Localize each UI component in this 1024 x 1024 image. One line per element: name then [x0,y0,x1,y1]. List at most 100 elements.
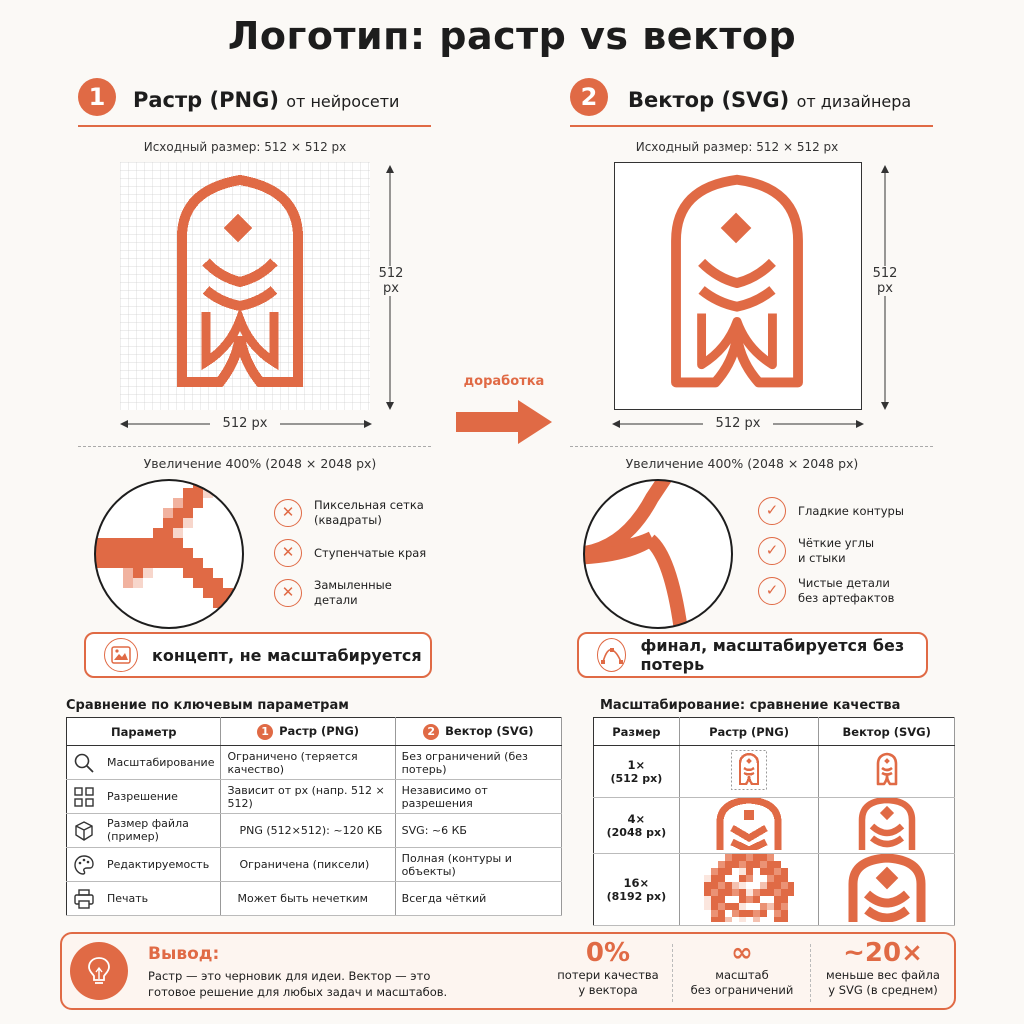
pixel-block [767,903,775,910]
raster-size-caption: Исходный размер: 512 × 512 px [143,140,347,154]
pixel-block [788,882,796,889]
pixel-block [739,861,747,868]
vector-feature-item: ✓ Чистые детали без артефактов [758,574,928,608]
pixel-block [788,889,796,896]
raster-preview-cell [679,745,820,798]
heading-vector-small: от дизайнера [796,92,912,111]
pixel-block [739,903,747,910]
pixel-block [113,558,123,568]
pixel-block [711,889,719,896]
pixel-block [711,896,719,903]
pixel-block [163,518,173,528]
param-cell: Печать [66,881,222,916]
pixel-block [767,861,775,868]
pixel-block [193,488,203,498]
pixel-block [123,548,133,558]
vector-features: ✓ Гладкие контуры ✓ Чёткие углы и стыки … [758,494,928,608]
param-label: Масштабирование [107,756,215,769]
cube-icon [75,820,93,841]
param-cell: Редактируемость [66,847,222,882]
pixel-block [774,910,782,917]
param-cell: Масштабирование [66,745,222,780]
table-row: 16×(8192 px) [593,853,955,934]
raster-height-label: 512 px [376,266,406,296]
scaling-header-raster: Растр (PNG) [679,717,820,746]
raster-preview-cell [679,853,820,926]
pixel-block [143,538,153,548]
pixel-block [781,903,789,910]
pixel-block [183,548,193,558]
pixel-block [739,854,747,861]
pixel-block [95,548,103,558]
stat-quality-label: потери качества у вектора [557,968,659,997]
stat-scale: ∞ масштаб без ограничений [682,938,802,998]
page-title: Логотип: растр vs вектор [227,14,797,58]
size-px: (8192 px) [606,890,667,903]
vector-height-label: 512 px [870,266,900,296]
raster-logo-thumbnail [731,750,768,790]
pixel-block [760,889,768,896]
size-value: 1× [627,758,646,772]
pixel-block [103,558,113,568]
size-cell: 16×(8192 px) [593,853,680,926]
pixel-block [163,538,173,548]
pixel-block [767,882,775,889]
vector-cell: Всегда чёткий [395,881,563,916]
raster-feature-item: ✕ Замыленные детали [274,576,434,610]
pixel-block [704,875,712,882]
pixel-block [725,861,733,868]
raster-width-label: 512 px [210,416,280,431]
pixel-block [718,896,726,903]
scaling-header-size: Размер [593,717,680,746]
size-cell: 1×(512 px) [593,745,680,798]
pixel-block [767,854,775,861]
vector-feature-item: ✓ Гладкие контуры [758,494,928,528]
pixel-block [732,910,740,917]
pixel-block [163,548,173,558]
param-cell: Разрешение [66,779,222,814]
raster-cell: Ограничена (пиксели) [220,847,396,882]
pixel-block [704,889,712,896]
pixel-block [774,903,782,910]
pixel-block [123,538,133,548]
raster-feature-label: Замыленные детали [314,578,392,607]
pixel-block [711,910,719,917]
pixel-block [173,548,183,558]
check-icon: ✓ [758,537,786,565]
raster-verdict-text: концепт, не масштабируется [152,645,422,665]
param-cell: Размер файла (пример) [66,813,222,848]
pixel-block [123,558,133,568]
section-number-vector: 2 [570,78,608,116]
size-px: (2048 px) [606,826,667,839]
vector-cell: SVG: ~6 КБ [395,813,563,848]
table-row: Масштабирование Ограничено (теряется кач… [66,745,563,780]
pixel-block [233,608,243,618]
vector-logo-thumbnail [876,752,897,786]
pixel-block [183,508,193,518]
vector-zoom-svg [583,479,733,629]
image-icon [104,638,138,672]
pixel-block [183,488,193,498]
comparison-header-vector-label: Вектор (SVG) [445,723,534,738]
pixel-block [223,588,233,598]
lightbulb-icon [70,942,128,1000]
check-icon: ✓ [758,577,786,605]
pixel-block [711,917,719,924]
printer-icon [74,888,94,909]
pixel-block [113,548,123,558]
raster-divider [78,446,431,447]
vector-preview-cell [818,796,955,858]
vector-width-label: 512 px [703,416,773,431]
vector-cell: Полная (контуры и объекты) [395,847,563,882]
pixel-block [163,528,173,538]
search-icon [74,753,94,773]
table-row: Размер файла (пример) PNG (512×512): ~12… [66,813,563,848]
pixel-block [739,882,747,889]
vector-zoom-caption: Увеличение 400% (2048 × 2048 px) [625,456,859,471]
pixel-block [718,868,726,875]
vector-logo-zoom-16x [848,853,926,934]
pixel-block [103,548,113,558]
pixel-block [767,875,775,882]
pixel-block [203,588,213,598]
scaling-table: Размер Растр (PNG) Вектор (SVG) 1×(512 p… [593,717,955,934]
